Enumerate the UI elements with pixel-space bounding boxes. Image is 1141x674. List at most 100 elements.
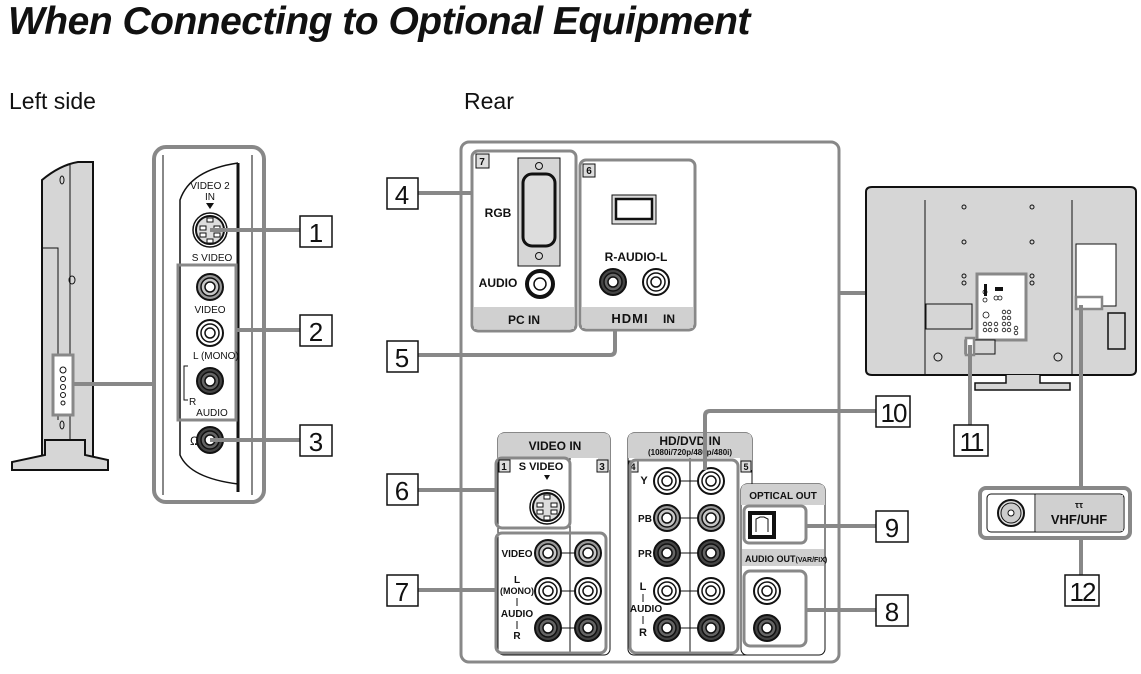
antenna-panel: ττ VHF/UHF <box>978 486 1132 540</box>
hd-dvd-number-4: 4 <box>630 462 635 472</box>
svg-text:6: 6 <box>395 476 409 506</box>
hdmi-in-number: 6 <box>586 166 592 177</box>
left-side-panel: VIDEO 2 IN S VIDEO VIDEO L (MONO) R AUDI… <box>152 145 266 504</box>
rca-audio-out-r <box>753 614 781 642</box>
pc-in-number: 7 <box>479 157 485 168</box>
hdmi-in-footer: IN <box>663 312 675 326</box>
video-in-mono-label: (MONO) <box>500 586 534 596</box>
video-in-number-3: 3 <box>599 462 605 473</box>
callout-5: 5 <box>386 340 419 373</box>
tv-rear-view <box>865 186 1137 391</box>
callout-7: 7 <box>386 574 419 607</box>
callout-2: 2 <box>299 314 333 347</box>
callout-6: 6 <box>386 473 419 506</box>
svg-text:10: 10 <box>881 398 907 428</box>
vga-port <box>521 172 557 248</box>
svg-text:5: 5 <box>395 343 409 373</box>
audio-out-header: AUDIO OUT(VAR/FIX) <box>745 554 827 564</box>
svg-text:2: 2 <box>309 317 323 347</box>
pc-in-footer: PC IN <box>508 313 540 327</box>
section-label-rear: Rear <box>464 88 514 114</box>
svg-text:11: 11 <box>960 427 985 457</box>
page-title: When Connecting to Optional Equipment <box>8 0 750 43</box>
hd-dvd-in-panel: HD/DVD IN (1080i/720p/480p/480i) 4 5 Y P… <box>627 432 753 656</box>
svg-text:4: 4 <box>395 180 409 210</box>
rca-pb-5 <box>697 504 725 532</box>
video-in-panel: VIDEO IN 1 3 S VIDEO VIDEO L (MONO) AUDI… <box>494 432 611 656</box>
pc-rgb-label: RGB <box>485 206 512 220</box>
rca-pb-4 <box>653 504 681 532</box>
callout-9: 9 <box>875 510 909 543</box>
section-label-left-side: Left side <box>9 88 96 114</box>
video-in-r-label: R <box>513 631 521 642</box>
rca-pr-5 <box>697 539 725 567</box>
callout-boxes: 1 2 3 4 5 6 7 8 9 10 11 12 <box>299 177 1100 627</box>
headphones-icon: Ω <box>190 434 199 448</box>
rca-y-5 <box>697 467 725 495</box>
rca-video-in-1 <box>534 539 562 567</box>
svg-text:3: 3 <box>309 427 323 457</box>
rca-video-left <box>196 273 224 301</box>
svg-text:7: 7 <box>395 577 409 607</box>
antenna-label: VHF/UHF <box>1051 512 1107 527</box>
left-audio-label: AUDIO <box>196 408 228 419</box>
hd-dvd-number-5: 5 <box>743 462 748 472</box>
svg-text:8: 8 <box>885 597 899 627</box>
left-svideo-label: S VIDEO <box>192 253 233 264</box>
hdmi-in-panel: 6 R-AUDIO-L HDMI IN <box>578 158 697 332</box>
left-video-label: VIDEO <box>194 305 225 316</box>
rca-hd-audio-r-5 <box>697 614 725 642</box>
rca-audio-r-in-3 <box>574 614 602 642</box>
hd-dvd-in-subheader: (1080i/720p/480p/480i) <box>648 448 732 457</box>
svg-text:9: 9 <box>885 513 899 543</box>
callout-4: 4 <box>386 177 419 210</box>
rca-hdmi-audio-l <box>642 268 670 296</box>
pc-audio-label: AUDIO <box>479 276 518 290</box>
callout-8: 8 <box>875 594 909 627</box>
callout-10: 10 <box>875 395 911 428</box>
rca-hd-audio-r-4 <box>653 614 681 642</box>
rca-audio-l-in-1 <box>534 577 562 605</box>
callout-11: 11 <box>953 424 989 457</box>
hdmi-port <box>614 197 654 221</box>
rca-audio-out-l <box>753 577 781 605</box>
hd-pb-label: PB <box>638 514 652 525</box>
hdmi-logo: HDMI <box>611 311 648 326</box>
video-in-l-label: L <box>514 575 520 586</box>
rca-audio-l-in-3 <box>574 577 602 605</box>
hdmi-audio-label: R-AUDIO-L <box>605 250 668 264</box>
left-svideo-top-label: VIDEO 2 <box>190 181 230 192</box>
svg-text:1: 1 <box>309 218 323 248</box>
hd-audio-label: AUDIO <box>630 604 662 615</box>
left-l-mono-label: L (MONO) <box>193 351 239 362</box>
antenna-icon: ττ <box>1075 500 1083 510</box>
rca-hdmi-audio-r <box>599 268 627 296</box>
svg-text:12: 12 <box>1070 577 1096 607</box>
callout-3: 3 <box>299 424 333 457</box>
hd-y-label: Y <box>640 475 648 487</box>
tv-side-view <box>11 161 155 471</box>
rca-hd-audio-l-5 <box>697 577 725 605</box>
left-r-label: R <box>189 397 196 408</box>
rca-audio-l-left <box>196 319 224 347</box>
callout-1: 1 <box>299 215 333 248</box>
rca-video-in-3 <box>574 539 602 567</box>
video-in-header: VIDEO IN <box>529 439 582 453</box>
optical-out-header: OPTICAL OUT <box>749 491 817 502</box>
hd-dvd-in-header: HD/DVD IN <box>659 434 720 448</box>
rca-pr-4 <box>653 539 681 567</box>
hd-l-label: L <box>640 581 647 593</box>
optical-audio-out-panel: OPTICAL OUT AUDIO OUT(VAR/FIX) <box>740 483 827 656</box>
hd-pr-label: PR <box>638 549 653 560</box>
hd-r-label: R <box>639 627 647 639</box>
video-in-video-label: VIDEO <box>501 549 532 560</box>
rca-audio-r-in-1 <box>534 614 562 642</box>
rca-y-4 <box>653 467 681 495</box>
video-in-number-1: 1 <box>501 462 507 473</box>
callout-12: 12 <box>1064 574 1100 607</box>
pc-in-panel: 7 RGB AUDIO PC IN <box>470 149 578 333</box>
rca-audio-r-left <box>196 367 224 395</box>
rca-hd-audio-l-4 <box>653 577 681 605</box>
video-in-audio-label: AUDIO <box>501 609 533 620</box>
